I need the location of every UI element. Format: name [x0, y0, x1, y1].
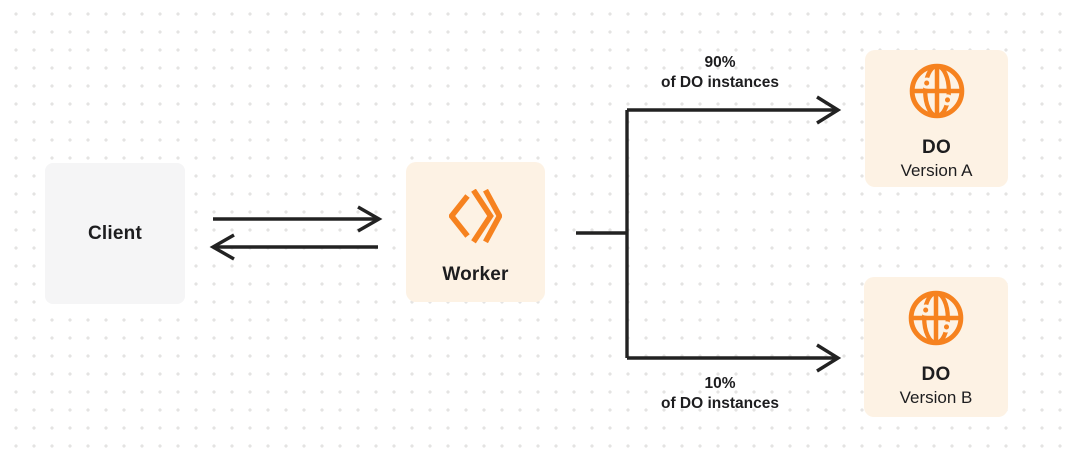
worker-branch-connector — [576, 110, 629, 358]
bottom-branch-percent: 10% — [704, 375, 736, 392]
do-version-a-node: DO Version A — [865, 50, 1008, 187]
do-version-b-node: DO Version B — [864, 277, 1008, 417]
globe-dot-lower-right — [940, 321, 953, 333]
bottom-branch-label: 10% of DO instances — [618, 374, 822, 413]
globe-icon — [908, 290, 964, 346]
worker-to-client-arrow — [209, 233, 378, 261]
do-a-subtitle: Version A — [900, 161, 973, 180]
worker-node: Worker — [406, 162, 545, 302]
do-b-title: DO — [921, 364, 951, 385]
top-branch-label: 90% of DO instances — [618, 53, 822, 92]
arrow-to-do-version-b — [627, 343, 842, 373]
globe-dot-upper-left — [920, 77, 932, 89]
globe-dot-lower-right — [941, 94, 953, 106]
globe-dot-upper-left — [920, 304, 932, 316]
bottom-branch-caption: of DO instances — [661, 394, 779, 412]
client-label: Client — [88, 222, 142, 244]
client-to-worker-arrow — [213, 205, 383, 233]
do-a-title: DO — [922, 137, 951, 158]
top-branch-percent: 90% — [704, 54, 736, 71]
client-node: Client — [45, 163, 185, 304]
top-branch-caption: of DO instances — [661, 73, 779, 91]
arrow-to-do-version-a — [627, 95, 842, 125]
do-b-subtitle: Version B — [899, 388, 973, 407]
globe-icon — [909, 63, 964, 119]
workers-chevrons-icon — [449, 189, 502, 244]
worker-label: Worker — [442, 264, 509, 285]
